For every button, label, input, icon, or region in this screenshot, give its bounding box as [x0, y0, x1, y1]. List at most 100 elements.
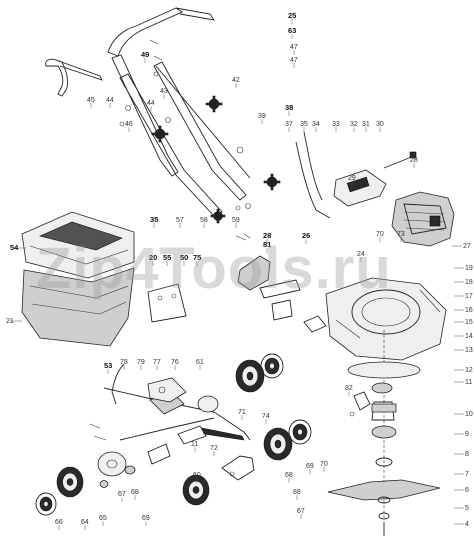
part-label: 68: [131, 489, 139, 496]
part-label: 29: [348, 175, 356, 182]
part-label: 66: [55, 519, 63, 526]
lower-handle: [119, 61, 247, 217]
part-label: 11: [191, 441, 198, 448]
part-label: 67: [297, 508, 305, 515]
part-label: 75: [193, 253, 201, 262]
drive-cable: [111, 363, 125, 405]
part-label: 63: [288, 26, 296, 35]
part-label: 67: [118, 491, 126, 498]
part-label: 55: [163, 253, 171, 262]
part-label: 64: [81, 519, 89, 526]
part-label: 35: [300, 121, 308, 128]
engine: [391, 191, 455, 247]
part-label: 30: [376, 121, 384, 128]
part-label: 49: [141, 50, 149, 59]
part-label: 38: [285, 103, 293, 112]
part-label: 50: [180, 253, 188, 262]
throttle-cable: [295, 131, 331, 219]
part-label: 47: [290, 44, 298, 51]
mulching-plug: [237, 255, 271, 291]
part-label: 32: [350, 121, 358, 128]
part-label: 44: [106, 97, 114, 104]
part-label: 57: [176, 217, 184, 224]
part-label: 28: [263, 231, 271, 240]
part-label: 26: [302, 231, 310, 240]
gear-case: [147, 377, 187, 403]
part-label: 35: [150, 215, 158, 224]
part-label: 6: [465, 487, 469, 494]
part-label: 4: [465, 521, 469, 528]
bail-lever: [45, 58, 103, 97]
part-label: 68: [285, 472, 293, 479]
part-label: 20: [149, 253, 157, 262]
rear-flap: [147, 283, 187, 323]
grass-bag: [21, 267, 135, 347]
handle-knobs: [151, 95, 281, 224]
part-label: 5: [465, 505, 469, 512]
part-label: 59: [232, 217, 240, 224]
spark-plug-lead: [383, 151, 417, 169]
rear-wheels: [56, 359, 293, 506]
part-label: 77: [153, 359, 161, 366]
part-label: 70: [320, 461, 328, 468]
part-label: 12: [465, 367, 473, 374]
upper-handle: [107, 7, 215, 177]
part-label: 69: [142, 515, 150, 522]
part-label: 21: [6, 318, 14, 325]
part-label: 45: [87, 97, 95, 104]
part-label: 58: [200, 217, 208, 224]
part-label: 11: [465, 379, 472, 386]
part-label: 17: [465, 293, 473, 300]
part-label: 70: [376, 231, 384, 238]
leader-lines: [10, 19, 464, 530]
part-label: 14: [465, 333, 473, 340]
blade-brake-parts: [349, 391, 371, 417]
part-label: 7: [465, 471, 469, 478]
part-label: 8: [465, 451, 469, 458]
part-label: 39: [258, 113, 266, 120]
part-label: 43: [160, 88, 168, 95]
blade-stack: [327, 330, 441, 536]
part-label: 33: [332, 121, 340, 128]
part-label: 79: [137, 359, 145, 366]
part-label: 24: [357, 251, 365, 258]
part-label: 61: [196, 359, 204, 366]
grass-bag-cover: [21, 211, 135, 279]
height-adjuster-parts: [259, 279, 327, 333]
part-label: 82: [345, 385, 353, 392]
part-label: 73: [397, 231, 405, 238]
part-label: 19: [465, 265, 473, 272]
part-label: 54: [10, 243, 19, 252]
part-label: 10: [465, 411, 473, 418]
part-label: 31: [362, 121, 370, 128]
part-label: 72: [210, 445, 218, 452]
mower-deck: [325, 277, 447, 361]
part-label: 25: [288, 11, 296, 20]
part-label: 71: [238, 409, 246, 416]
part-label: 42: [232, 77, 240, 84]
part-label: 53: [104, 361, 112, 370]
part-label: 46: [125, 121, 133, 128]
cable-rod: [155, 65, 251, 179]
part-label: 69: [306, 463, 314, 470]
front-axle-parts: [221, 455, 255, 481]
part-label: 34: [312, 121, 320, 128]
part-label: 81: [263, 240, 271, 249]
part-label: 78: [120, 359, 128, 366]
part-label: 37: [285, 121, 293, 128]
top-cover: [333, 169, 387, 207]
part-label: 28: [410, 157, 418, 164]
wheel-covers: [35, 353, 312, 516]
part-label: 13: [465, 347, 473, 354]
part-label: 76: [171, 359, 179, 366]
part-label: 9: [465, 431, 469, 438]
part-label: 16: [465, 307, 473, 314]
part-label: 60: [193, 472, 201, 479]
part-label: 44: [147, 100, 155, 107]
part-label: 47: [290, 57, 298, 64]
watermark: Zip4Tools.ru: [36, 236, 392, 301]
small-hardware: [119, 71, 251, 241]
